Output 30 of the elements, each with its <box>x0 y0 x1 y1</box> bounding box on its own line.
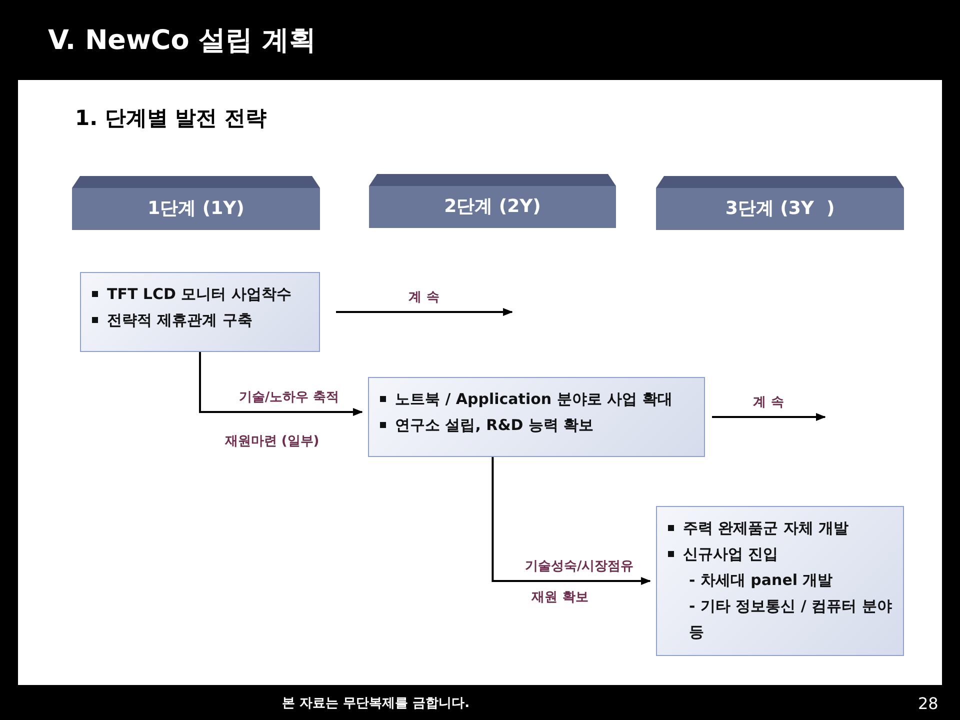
bullet-text: 주력 완제품군 자체 개발 <box>683 519 849 537</box>
stage-label: 1단계 (1Y) <box>146 197 246 221</box>
bullet-text: 신규사업 진입 <box>683 545 778 563</box>
edge-label: 계 속 <box>751 393 786 411</box>
bullet-text: 노트북 / Application 분야로 사업 확대 <box>395 390 672 408</box>
bullet-text: TFT LCD 모니터 사업착수 <box>107 285 292 303</box>
stage-header <box>656 176 904 230</box>
edge-label: 기술성숙/시장점유 <box>522 557 636 575</box>
process-box <box>368 377 705 457</box>
edge-note: 재원 확보 <box>532 589 588 606</box>
stage-label: 3단계 (3Y ) <box>724 197 836 221</box>
arrow <box>336 308 513 316</box>
stage-label: 2단계 (2Y) <box>443 195 542 219</box>
edge-note: 재원마련 (일부) <box>224 433 320 450</box>
stage-header <box>72 176 320 230</box>
edge-label: 계 속 <box>406 288 442 306</box>
bullet-text: - 차세대 panel 개발 <box>689 571 833 589</box>
page-title: V. NewCo 설립 계획 <box>48 24 316 58</box>
footer-note: 본 자료는 무단복제를 금합니다. <box>282 695 470 712</box>
page-number: 28 <box>918 694 938 713</box>
stage-header <box>369 174 616 228</box>
bullet-text: 연구소 설립, R&D 능력 확보 <box>395 416 594 434</box>
arrow <box>492 457 651 585</box>
bullet-text: 전략적 제휴관계 구축 <box>107 311 252 329</box>
arrow <box>712 413 826 421</box>
process-box <box>656 506 904 656</box>
arrow <box>199 352 363 416</box>
process-box <box>80 272 320 352</box>
subtitle: 1. 단계별 발전 전략 <box>75 105 267 132</box>
bullet-text: - 기타 정보통신 / 컴퓨터 분야 등 <box>689 597 892 641</box>
